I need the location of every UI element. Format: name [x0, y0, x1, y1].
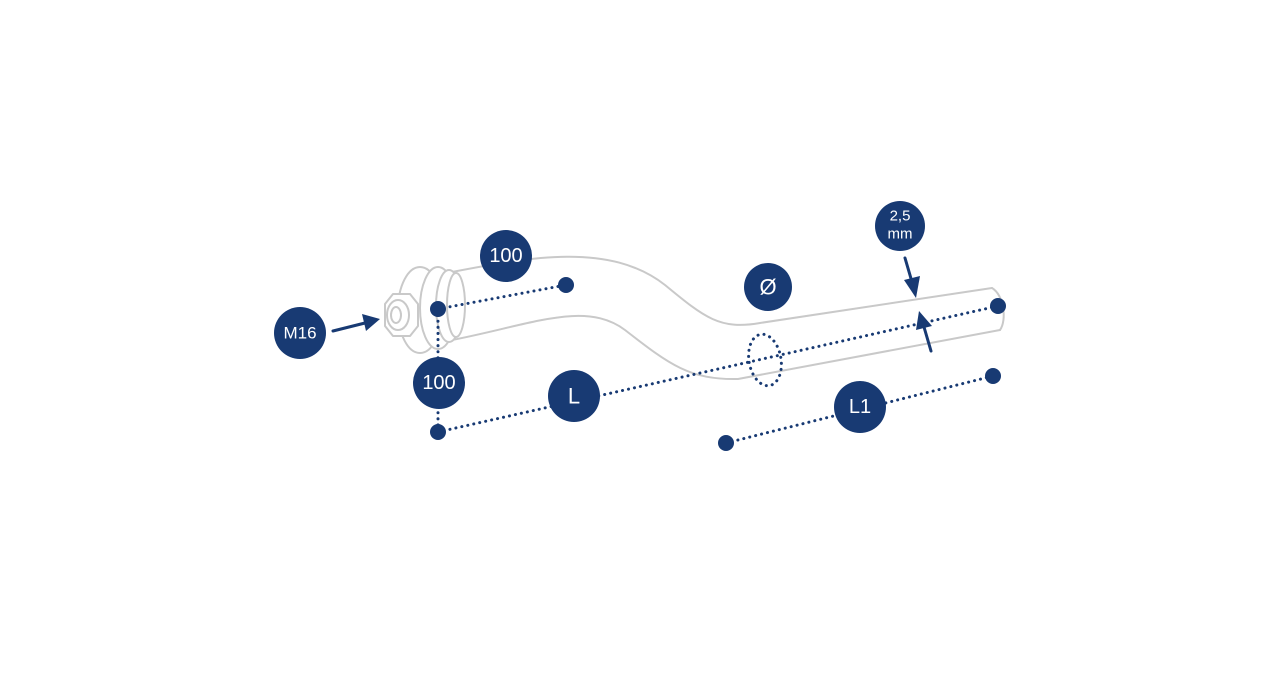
badge-offset-horizontal-text: 100 [489, 245, 522, 267]
hex-nut-bore [390, 306, 402, 324]
badge-diameter: Ø [744, 263, 792, 311]
dim-endpoint-l1-start [718, 435, 734, 451]
arrow-wall-bottom-head [916, 311, 932, 330]
tube-bottom-edge [451, 314, 1001, 381]
dimension-lines [430, 277, 1006, 451]
badge-length-straight-text: L1 [849, 396, 871, 418]
diameter-section [747, 332, 783, 388]
arrow-wall-top-head [904, 276, 920, 298]
dim-line-length-total [436, 304, 1000, 434]
arrow-wall-top-shaft [903, 256, 914, 284]
hex-nut-face [386, 299, 410, 331]
arrows [331, 256, 933, 353]
label-badges: M16 100 100 L L1 Ø 2,5 mm [274, 201, 925, 433]
dim-endpoint-l1-end [985, 368, 1001, 384]
badge-offset-vertical: 100 [413, 357, 465, 409]
badge-length-total: L [548, 370, 600, 422]
dim-line-horizontal-offset [436, 283, 568, 311]
badge-length-straight: L1 [834, 381, 886, 433]
arrow-thread-shaft [331, 321, 367, 333]
badge-wall-unit-text: mm [888, 226, 913, 243]
badge-offset-vertical-text: 100 [422, 372, 455, 394]
dim-endpoint-length-end [990, 298, 1006, 314]
dim-endpoint-horizontal-end [558, 277, 574, 293]
badge-diameter-text: Ø [759, 275, 776, 300]
badge-wall-thickness: 2,5 mm [875, 201, 925, 251]
badge-offset-horizontal: 100 [480, 230, 532, 282]
badge-wall-value-text: 2,5 [890, 208, 911, 225]
arrow-thread-head [362, 314, 380, 331]
arrow-wall-bottom-shaft [922, 325, 933, 353]
badge-thread: M16 [274, 307, 326, 359]
badge-thread-text: M16 [283, 324, 316, 343]
dim-endpoint-length-start [430, 424, 446, 440]
badge-length-total-text: L [568, 384, 580, 409]
